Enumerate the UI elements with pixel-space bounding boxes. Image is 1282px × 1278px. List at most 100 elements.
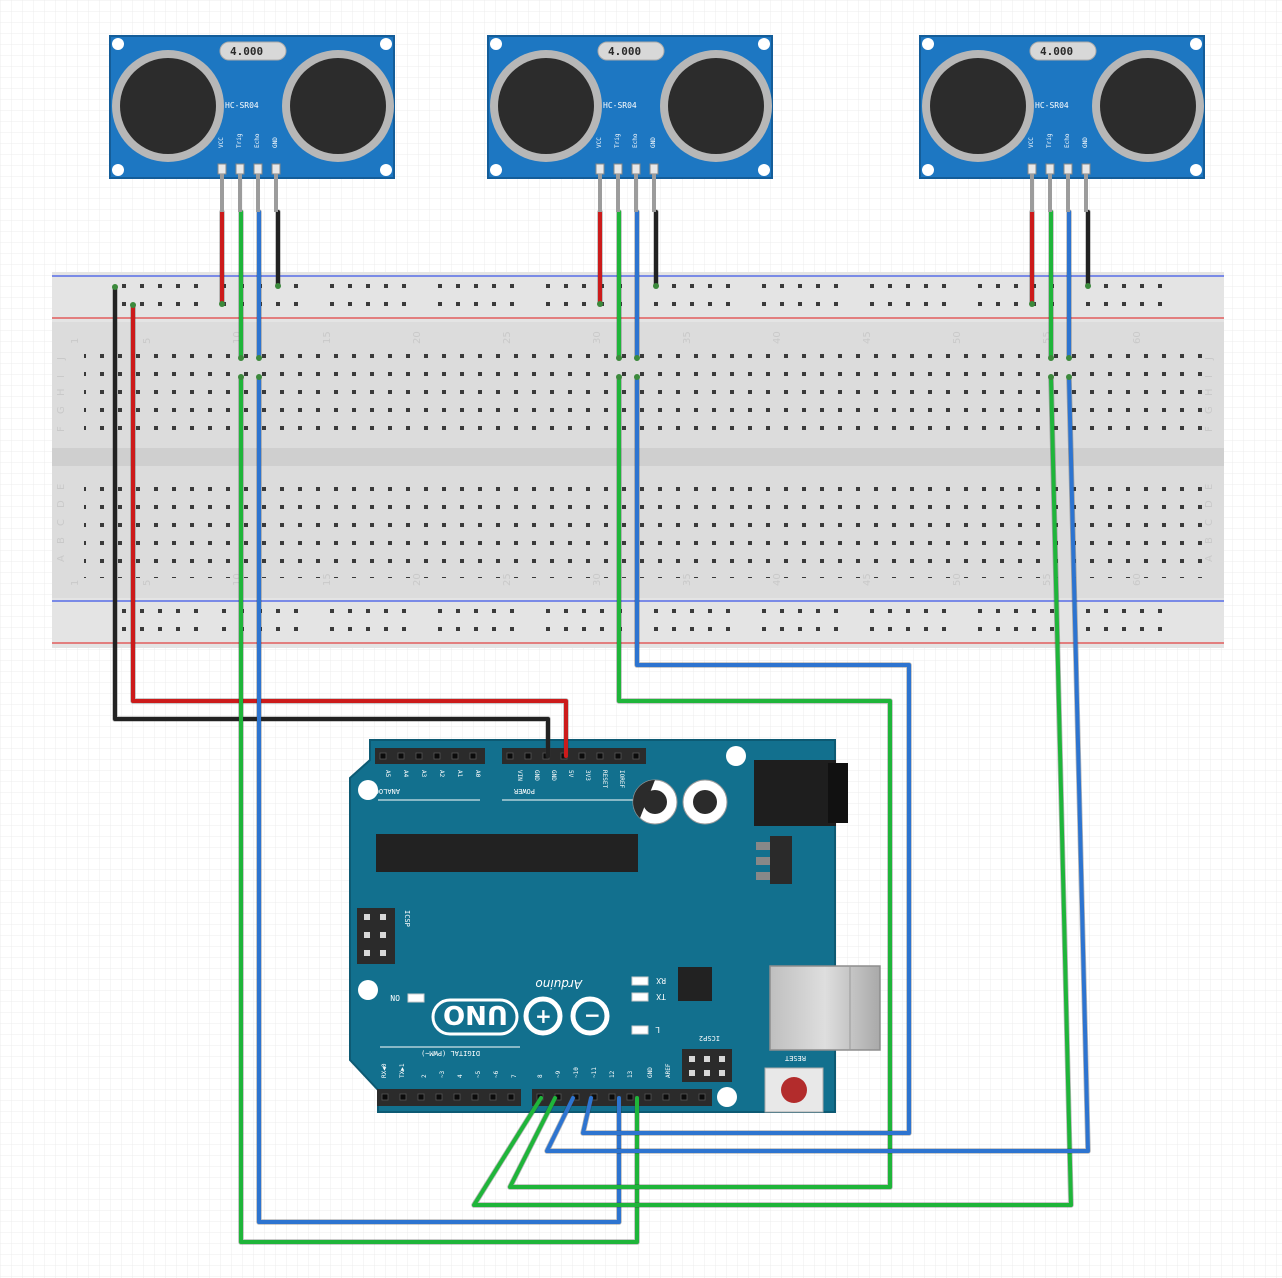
column-number: 60 [1132,331,1143,344]
sensor1-echo-wire[interactable] [257,375,621,1224]
arduino-gnd-wire[interactable] [113,285,550,758]
row-letter: C [56,519,67,526]
svg-text:ON: ON [390,993,400,1002]
row-letter: B [1204,537,1215,544]
svg-text:TX: TX [656,992,666,1001]
mounting-hole [717,1087,737,1107]
row-letter: D [1204,500,1215,508]
row-letter: H [56,388,67,396]
analog-header [375,748,485,764]
column-number: 40 [772,331,783,344]
wire-endpoint [616,374,622,380]
digital-pin-label: TX▶1 [399,1063,406,1078]
digital-pin-label: ~5 [475,1070,482,1078]
row-letter: A [1204,555,1215,562]
power-pin-label: VIN [516,770,523,781]
row-letter: C [1204,519,1215,526]
usb-interface-chip [678,967,712,1001]
sensor-pin-label: Echo [632,133,639,148]
column-number: 1 [70,338,81,344]
column-number: 55 [1042,331,1053,344]
svg-text:4.000: 4.000 [1040,45,1073,58]
transducer [922,50,1034,162]
digital-pin-label: ~10 [573,1067,580,1078]
column-number: 40 [772,573,783,586]
digital-header-low [377,1089,521,1106]
column-number: 20 [412,573,423,586]
analog-pin-label: A4 [402,770,409,778]
sensor-model-label: HC-SR04 [225,101,259,110]
sensor-model-label: HC-SR04 [603,101,637,110]
row-letter: G [1204,406,1215,414]
mounting-hole [358,780,378,800]
analog-pin-label: A3 [420,770,427,778]
row-letter: D [56,500,67,508]
wire-endpoint [653,283,659,289]
wire-endpoint [634,374,640,380]
digital-pin-label: 8 [537,1074,544,1078]
wire-endpoint [219,301,225,307]
digital-pin-label: 2 [421,1074,428,1078]
column-number: 10 [232,331,243,344]
column-number: 15 [322,331,333,344]
transducer [660,50,772,162]
sensor-pin-label: VCC [218,137,225,148]
sensor3-echo-wire[interactable] [545,375,1090,1153]
column-number: 5 [142,580,153,586]
sensor2-echo-wire[interactable] [581,375,911,1135]
rx-led: RX [631,976,666,986]
column-number: 5 [142,338,153,344]
reset-button[interactable]: RESET [764,1054,824,1113]
row-letter: F [1204,426,1215,432]
analog-header-label: ANALOG IN [362,787,400,795]
column-number: 60 [1132,573,1143,586]
wire-endpoint [1066,355,1072,361]
wire-endpoint [1029,301,1035,307]
digital-header-label: DIGITAL (PWM~) [421,1049,480,1057]
transducer [112,50,224,162]
sensor-model-label: HC-SR04 [1035,101,1069,110]
wire-endpoint [256,374,262,380]
icsp-label: ICSP [403,910,411,927]
wires [112,209,1091,1245]
arduino-logo: UNO + − Arduino [431,977,610,1036]
crystal: 4.000 [1029,41,1097,61]
brand-label: Arduino [535,977,583,991]
svg-text:ICSP2: ICSP2 [699,1034,720,1042]
column-number: 35 [682,573,693,586]
sensor-pin-label: Trig [1046,133,1053,148]
sensor1-trig-wire[interactable] [239,375,639,1244]
mounting-hole [726,746,746,766]
wire-endpoint [616,355,622,361]
digital-pin-label: AREF [665,1063,672,1078]
column-number: 1 [70,580,81,586]
atmega-chip [376,834,638,872]
power-pin-label: RESET [601,770,608,788]
power-pin-label: IOREF [618,770,625,788]
svg-text:RESET: RESET [784,1054,806,1062]
crystal: 4.000 [597,41,665,61]
digital-pin-label: 4 [457,1074,464,1078]
sensor-pin-label: Echo [254,133,261,148]
power-header [502,748,646,764]
sensor3-trig-wire[interactable] [472,375,1073,1207]
icsp-header: ICSP [357,908,411,964]
sensor2-trig-wire[interactable] [508,375,892,1189]
row-letter: J [56,357,67,361]
wire-endpoint [634,355,640,361]
digital-pin-label: ~3 [439,1070,446,1078]
transducer [282,50,394,162]
column-number: 45 [862,331,873,344]
column-number: 25 [502,573,513,586]
row-letter: H [1204,388,1215,396]
column-number: 50 [952,573,963,586]
wire-endpoint [1066,374,1072,380]
column-number: 20 [412,331,423,344]
power-pin-label: GND [533,770,540,781]
row-letter: F [56,426,67,432]
arduino-5v-wire[interactable] [131,303,568,758]
svg-text:L: L [655,1025,660,1034]
